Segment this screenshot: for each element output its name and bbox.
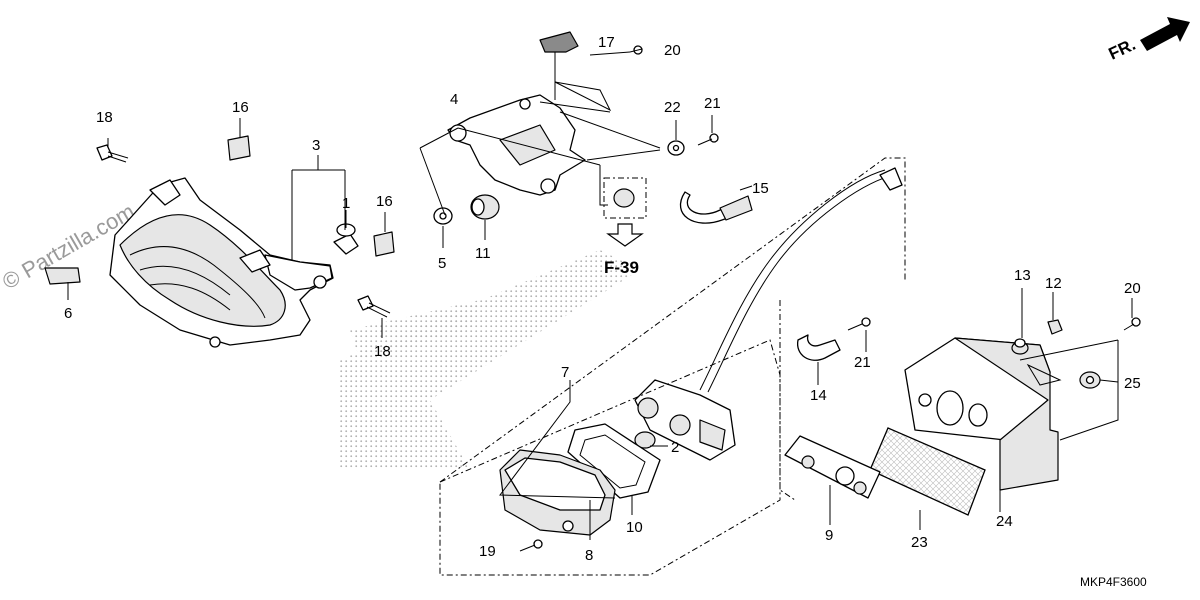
callout-9: 9 xyxy=(825,527,833,544)
callout-4: 4 xyxy=(450,91,458,108)
group-box-7 xyxy=(439,339,781,576)
callout-19: 19 xyxy=(479,543,496,560)
bushing-25 xyxy=(1079,371,1101,389)
nut-16-lower xyxy=(373,231,395,257)
callout-3: 3 xyxy=(312,137,320,154)
washer-22 xyxy=(667,140,685,156)
callout-23: 23 xyxy=(911,534,928,551)
screw-19 xyxy=(519,539,543,552)
washer-5 xyxy=(433,207,453,225)
reflector-case-24 xyxy=(904,337,1059,491)
ref-arrow-icon xyxy=(606,223,644,247)
screw-20-top xyxy=(629,45,643,55)
stay xyxy=(699,167,903,393)
callout-21-lower: 21 xyxy=(854,354,871,371)
clip-6 xyxy=(44,267,81,285)
callout-2: 2 xyxy=(671,439,679,456)
socket-1 xyxy=(333,233,359,255)
front-label: FR. xyxy=(1106,35,1139,64)
headlight-assembly xyxy=(109,177,334,348)
leader-lines xyxy=(67,51,1133,540)
license-lens-8 xyxy=(499,449,616,536)
socket-holder xyxy=(634,379,736,461)
callout-20-top: 20 xyxy=(664,42,681,59)
screw-21-top xyxy=(697,133,719,146)
nut-12 xyxy=(1047,319,1063,335)
callout-18-lower: 18 xyxy=(374,343,391,360)
callout-21-top: 21 xyxy=(704,95,721,112)
bulb-2 xyxy=(634,431,656,449)
screw-20-right xyxy=(1123,317,1141,331)
stipple-shading xyxy=(340,250,640,470)
callout-18-upper: 18 xyxy=(96,109,113,126)
reflector-23 xyxy=(869,427,986,516)
bolt-18-upper xyxy=(96,144,129,163)
bracket-4 xyxy=(447,94,586,196)
ref-label: F-39 xyxy=(604,258,639,277)
grommet-11 xyxy=(470,194,500,220)
nut-13 xyxy=(1011,338,1029,355)
bolt-18-lower xyxy=(357,295,391,318)
callout-25: 25 xyxy=(1124,375,1141,392)
gasket-10 xyxy=(567,423,661,499)
callout-8: 8 xyxy=(585,547,593,564)
callout-12: 12 xyxy=(1045,275,1062,292)
callout-1: 1 xyxy=(342,195,350,212)
screw-21-lower xyxy=(847,317,871,331)
callout-5: 5 xyxy=(438,255,446,272)
plate-9 xyxy=(784,435,881,499)
group-box-right xyxy=(779,300,796,501)
band-15 xyxy=(679,191,753,224)
front-arrow-icon xyxy=(1140,17,1190,51)
callout-labels: 1 2 3 4 5 6 7 8 9 10 11 12 13 14 15 16 1… xyxy=(64,34,1141,564)
clamp-14 xyxy=(797,334,841,361)
callout-17: 17 xyxy=(598,34,615,51)
callout-16-upper: 16 xyxy=(232,99,249,116)
diagram-code: MKP4F3600 xyxy=(1080,575,1147,589)
connector-17 xyxy=(539,31,579,53)
callout-6: 6 xyxy=(64,305,72,322)
callout-7: 7 xyxy=(561,364,569,381)
callout-20-right: 20 xyxy=(1124,280,1141,297)
callout-15: 15 xyxy=(752,180,769,197)
callout-22: 22 xyxy=(664,99,681,116)
callout-16-lower: 16 xyxy=(376,193,393,210)
callout-24: 24 xyxy=(996,513,1013,530)
callout-13: 13 xyxy=(1014,267,1031,284)
nut-16-upper xyxy=(227,135,251,161)
callout-14: 14 xyxy=(810,387,827,404)
ref-box xyxy=(603,177,647,219)
callout-11: 11 xyxy=(475,245,491,262)
callout-10: 10 xyxy=(626,519,643,536)
